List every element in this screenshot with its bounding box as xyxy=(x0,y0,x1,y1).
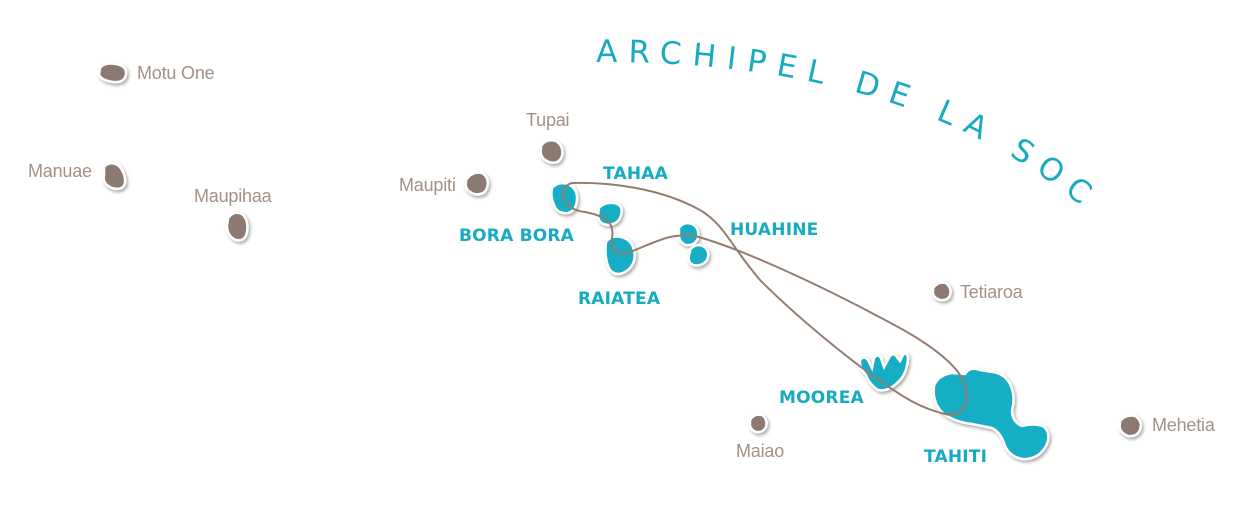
island-maupihaa xyxy=(225,211,249,242)
island-manuae xyxy=(102,162,127,191)
other-islands xyxy=(97,62,1143,438)
label-motu-one: Motu One xyxy=(137,63,215,83)
island-raiatea xyxy=(604,235,636,276)
label-maupiti: Maupiti xyxy=(399,175,456,195)
island-tahaa xyxy=(596,201,623,227)
label-tahiti: TAHITI xyxy=(924,447,987,467)
label-raiatea: RAIATEA xyxy=(578,289,661,309)
label-tetiaroa: Tetiaroa xyxy=(960,282,1024,302)
label-manuae: Manuae xyxy=(28,161,92,181)
label-tupai: Tupai xyxy=(526,110,569,130)
label-tahaa: TAHAA xyxy=(603,164,669,184)
label-maupihaa: Maupihaa xyxy=(194,186,273,206)
island-huahine-nui xyxy=(677,221,700,247)
cruise-route xyxy=(561,181,968,416)
island-tupai xyxy=(539,138,564,164)
island-maiao xyxy=(748,413,768,434)
label-moorea: MOOREA xyxy=(779,388,865,408)
label-bora-bora: BORA BORA xyxy=(459,226,575,246)
island-huahine-iti xyxy=(687,243,710,267)
island-mehetia xyxy=(1118,414,1143,438)
island-motu-one xyxy=(97,62,128,84)
island-maupiti xyxy=(464,171,490,196)
label-huahine: HUAHINE xyxy=(730,220,818,240)
island-moorea xyxy=(858,352,910,392)
label-maiao: Maiao xyxy=(736,441,784,461)
island-tahiti xyxy=(932,367,1050,461)
island-tetiaroa xyxy=(931,281,952,302)
label-mehetia: Mehetia xyxy=(1152,415,1216,435)
